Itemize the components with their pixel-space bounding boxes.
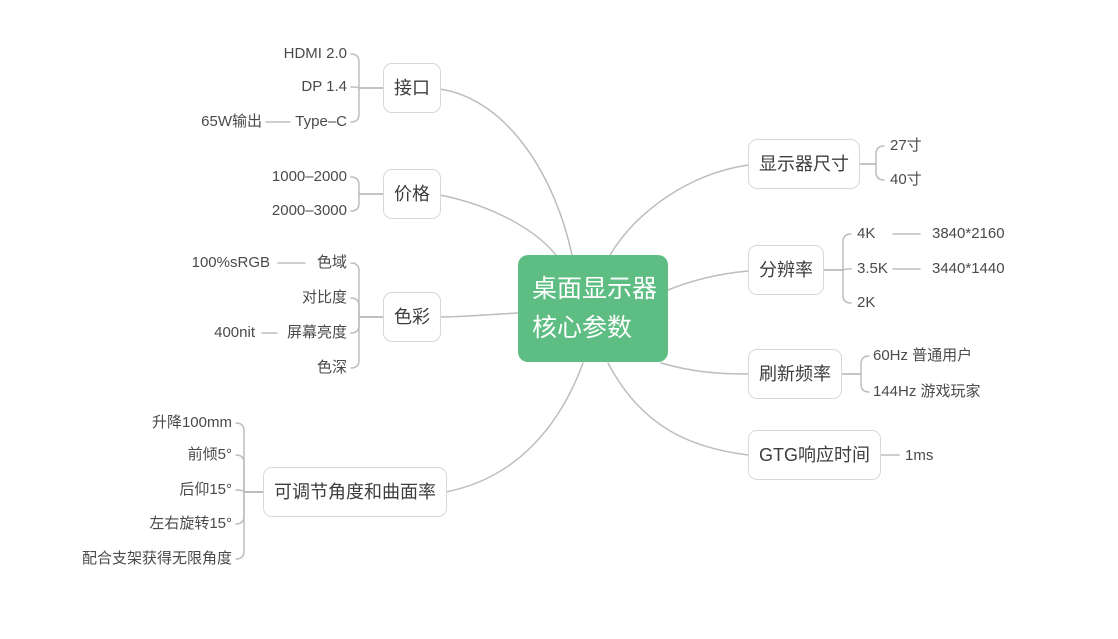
leaf-price-1000-2000[interactable]: 1000–2000	[271, 168, 347, 185]
leaf-35k[interactable]: 3.5K	[857, 260, 888, 277]
leaf-dp[interactable]: DP 1.4	[301, 78, 347, 95]
edge-center-adjust	[439, 362, 584, 494]
edge-interface-hdmi	[350, 53, 384, 89]
leaf-60hz-normal-user[interactable]: 60Hz 普通用户	[873, 347, 973, 364]
edge-color-depth	[350, 316, 384, 369]
leaf-4k-value[interactable]: 3840*2160	[932, 225, 1005, 242]
edge-interface-typec	[350, 87, 384, 123]
edge-center-resolution	[667, 270, 749, 291]
edge-center-size	[609, 164, 749, 256]
leaf-400nit[interactable]: 400nit	[214, 324, 255, 341]
central-topic-line1: 桌面显示器	[532, 275, 658, 303]
leaf-hdmi[interactable]: HDMI 2.0	[283, 45, 347, 62]
edge-price-range2	[350, 193, 384, 212]
edge-refresh-60hz	[837, 355, 870, 375]
edge-price-range1	[350, 176, 384, 195]
leaf-65w-output[interactable]: 65W输出	[201, 113, 262, 130]
leaf-40-inch[interactable]: 40寸	[890, 171, 922, 188]
edge-adjust-tilt-forward	[235, 454, 264, 493]
leaf-contrast[interactable]: 对比度	[301, 289, 347, 306]
leaf-brightness[interactable]: 屏幕亮度	[286, 324, 347, 341]
leaf-tilt-back[interactable]: 后仰15°	[179, 481, 232, 498]
leaf-typec[interactable]: Type–C	[295, 113, 347, 130]
edge-adjust-tilt-back	[235, 489, 264, 493]
edge-color-brightness	[350, 316, 384, 334]
leaf-price-2000-3000[interactable]: 2000–3000	[271, 202, 347, 219]
leaf-144hz-gamer[interactable]: 144Hz 游戏玩家	[873, 383, 981, 400]
central-topic-line2: 核心参数	[532, 314, 633, 342]
node-color[interactable]: 色彩	[383, 292, 441, 342]
leaf-1ms[interactable]: 1ms	[905, 447, 934, 464]
edge-resolution-35k	[821, 268, 852, 271]
node-adjust[interactable]: 可调节角度和曲面率	[263, 467, 447, 517]
leaf-srgb[interactable]: 100%sRGB	[191, 254, 270, 271]
leaf-27-inch[interactable]: 27寸	[890, 137, 922, 154]
node-resolution[interactable]: 分辨率	[748, 245, 824, 295]
leaf-tilt-forward[interactable]: 前倾5°	[187, 446, 232, 463]
edge-color-gamut	[350, 262, 384, 318]
node-interface[interactable]: 接口	[383, 63, 441, 113]
edge-adjust-stand	[235, 491, 264, 560]
edge-adjust-lift	[235, 422, 264, 493]
central-topic[interactable]: 桌面显示器 核心参数	[518, 255, 668, 362]
edge-center-interface	[439, 88, 573, 256]
leaf-gamut[interactable]: 色域	[316, 254, 347, 271]
node-response[interactable]: GTG响应时间	[748, 430, 881, 480]
leaf-stand-angle[interactable]: 配合支架获得无限角度	[81, 550, 232, 567]
edge-refresh-144hz	[837, 373, 870, 393]
leaf-lift-100mm[interactable]: 升降100mm	[151, 414, 232, 431]
node-refresh[interactable]: 刷新频率	[748, 349, 842, 399]
edge-resolution-2k	[821, 269, 852, 304]
edge-color-contrast	[350, 297, 384, 318]
edge-resolution-4k	[821, 233, 852, 271]
leaf-4k[interactable]: 4K	[857, 225, 876, 242]
node-price[interactable]: 价格	[383, 169, 441, 219]
edge-center-response	[607, 362, 749, 456]
edge-center-refresh	[660, 362, 749, 375]
leaf-2k[interactable]: 2K	[857, 294, 876, 311]
node-size[interactable]: 显示器尺寸	[748, 139, 860, 189]
leaf-color-depth[interactable]: 色深	[316, 359, 347, 376]
edge-center-price	[439, 194, 557, 256]
leaf-35k-value[interactable]: 3440*1440	[932, 260, 1005, 277]
edge-center-color	[438, 312, 519, 318]
leaf-swivel[interactable]: 左右旋转15°	[149, 515, 232, 532]
edge-interface-dp	[350, 86, 384, 89]
edge-adjust-swivel	[235, 491, 264, 525]
